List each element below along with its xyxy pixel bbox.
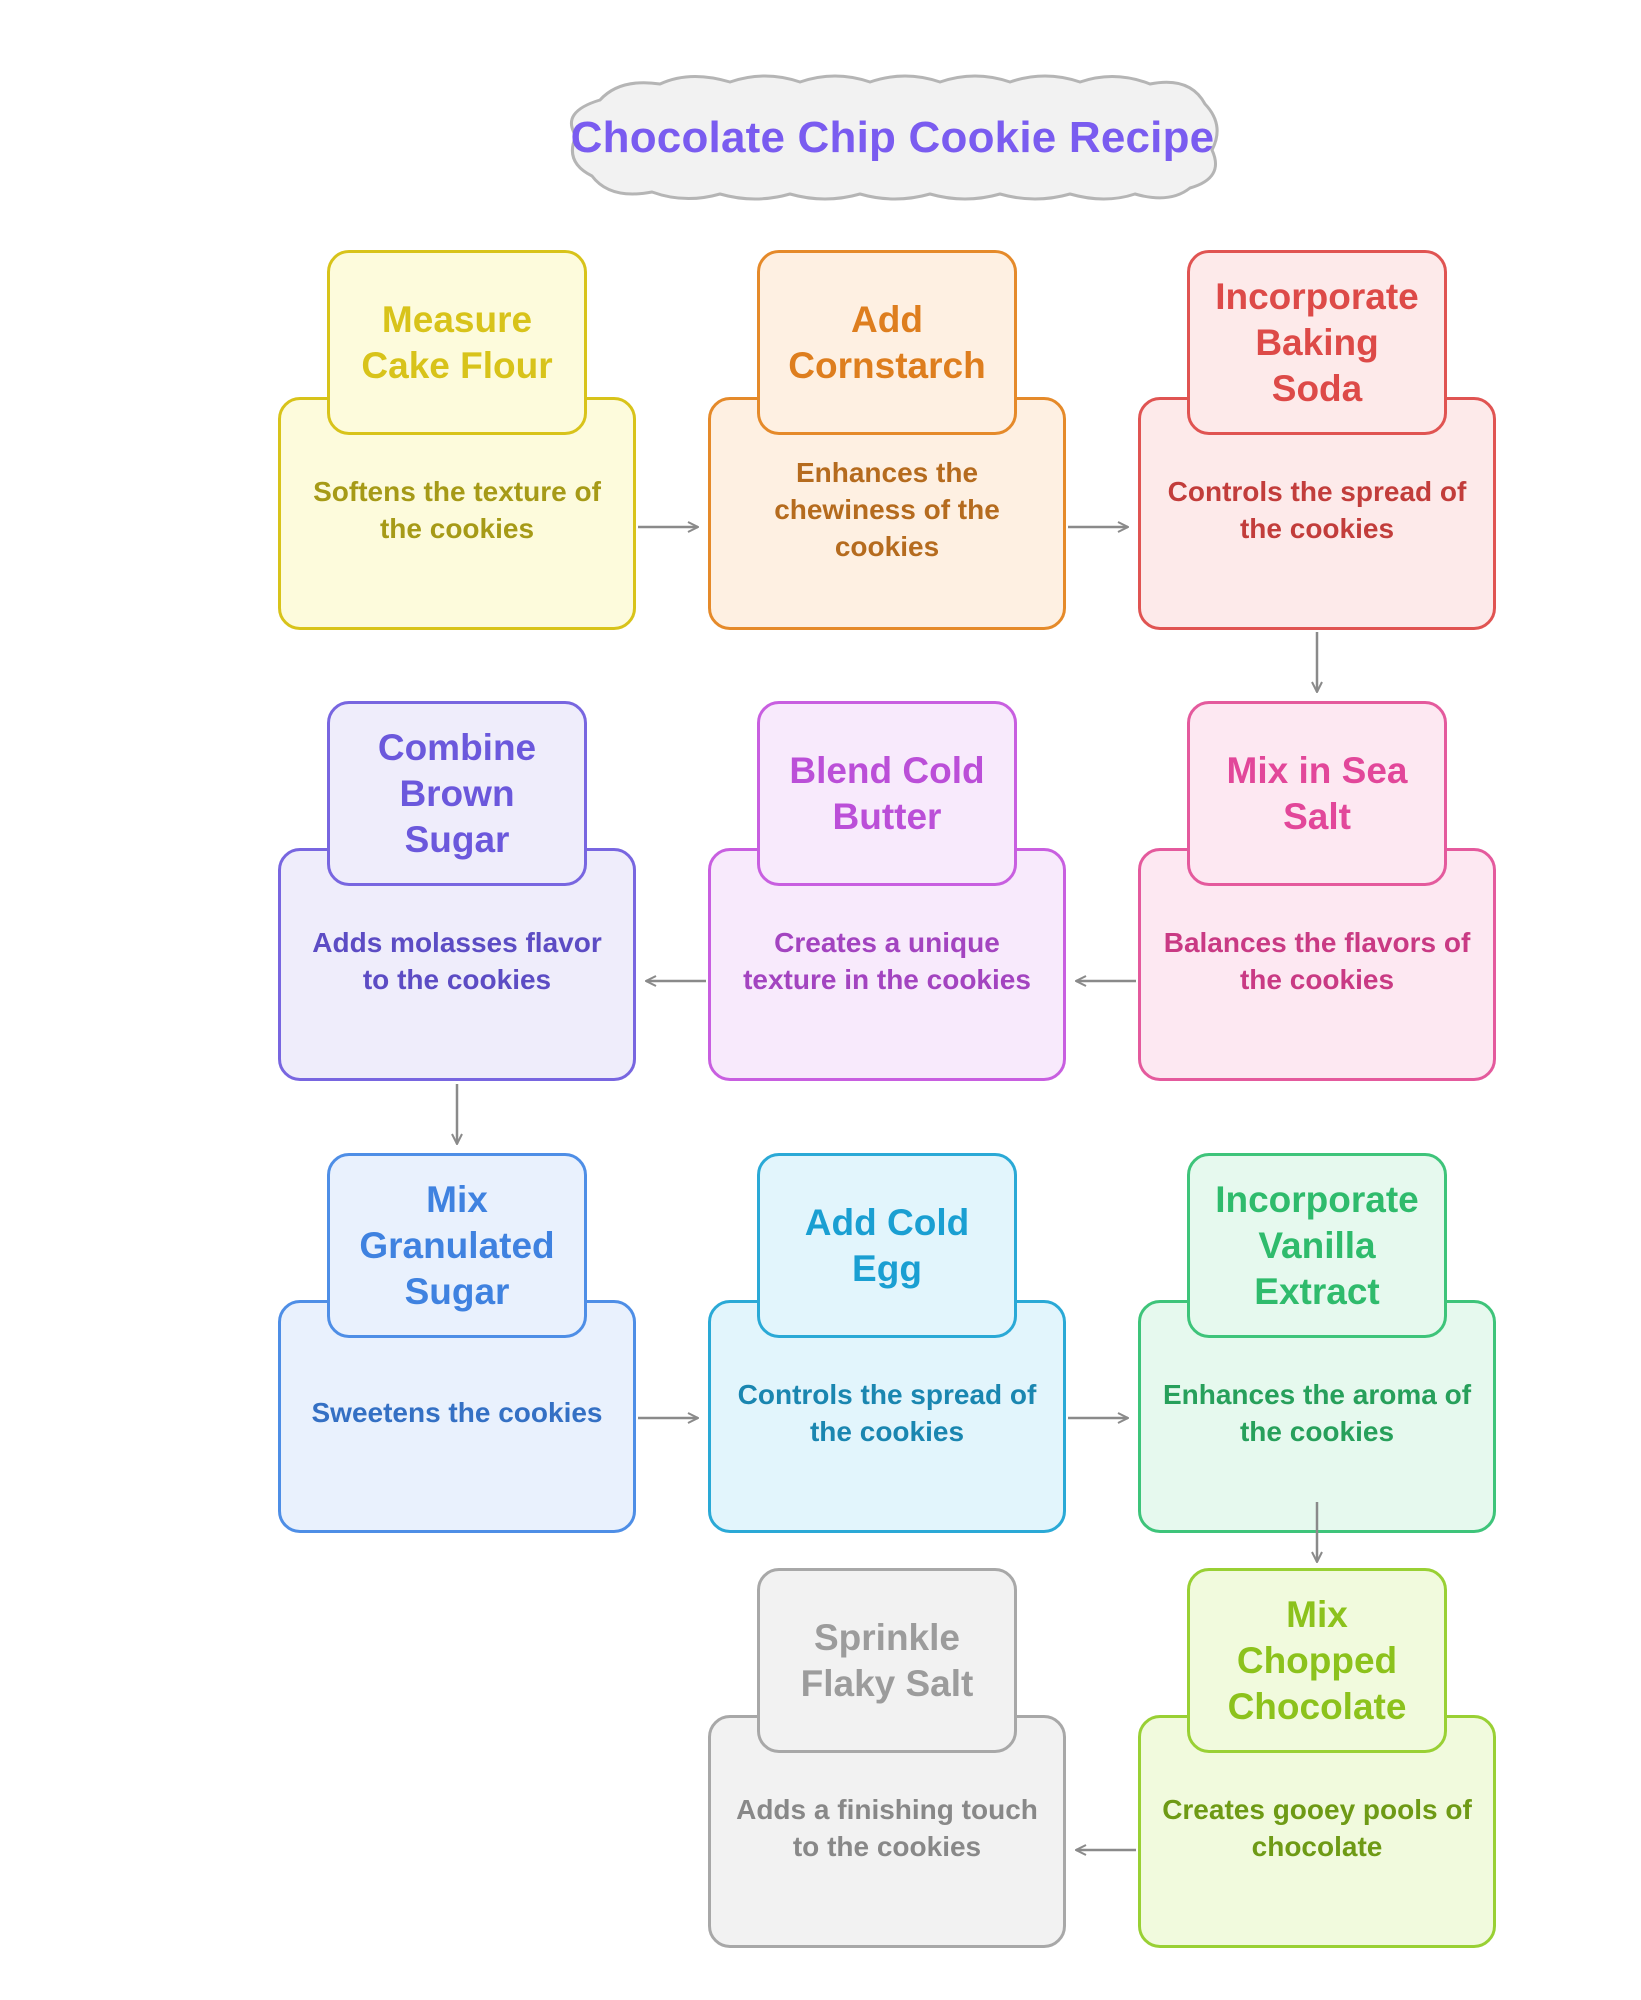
step-title: Mix Granulated Sugar: [359, 1178, 555, 1312]
step-description: Adds a finishing touch to the cookies: [736, 1793, 1038, 1862]
step-description-box: Adds molasses flavor to the cookies: [278, 848, 636, 1081]
step-measure-cake-flour: Softens the texture of the cookies Measu…: [278, 250, 636, 630]
step-description: Controls the spread of the cookies: [1167, 475, 1467, 544]
step-title: Sprinkle Flaky Salt: [800, 1616, 974, 1704]
step-description-box: Controls the spread of the cookies: [708, 1300, 1066, 1533]
step-description-box: Softens the texture of the cookies: [278, 397, 636, 630]
step-title-box: Measure Cake Flour: [327, 250, 587, 435]
step-title: Add Cornstarch: [788, 298, 986, 386]
step-description: Enhances the aroma of the cookies: [1162, 1378, 1472, 1447]
step-description-box: Balances the flavors of the cookies: [1138, 848, 1496, 1081]
step-title-box: Mix Granulated Sugar: [327, 1153, 587, 1338]
step-mix-in-sea-salt: Balances the flavors of the cookies Mix …: [1138, 701, 1496, 1081]
step-title-box: Mix Chopped Chocolate: [1187, 1568, 1447, 1753]
page-title: Chocolate Chip Cookie Recipe: [570, 112, 1215, 162]
step-description: Enhances the chewiness of the cookies: [774, 457, 1000, 562]
step-title: Incorporate Vanilla Extract: [1215, 1178, 1419, 1312]
step-title: Mix Chopped Chocolate: [1227, 1593, 1407, 1727]
step-mix-granulated-sugar: Sweetens the cookies Mix Granulated Suga…: [278, 1153, 636, 1533]
step-description-box: Adds a finishing touch to the cookies: [708, 1715, 1066, 1948]
step-description-box: Creates gooey pools of chocolate: [1138, 1715, 1496, 1948]
step-description: Balances the flavors of the cookies: [1163, 926, 1471, 995]
step-description: Controls the spread of the cookies: [737, 1378, 1037, 1447]
step-incorporate-vanilla-extract: Enhances the aroma of the cookies Incorp…: [1138, 1153, 1496, 1533]
step-description-box: Sweetens the cookies: [278, 1300, 636, 1533]
step-title: Incorporate Baking Soda: [1215, 275, 1419, 409]
step-description: Sweetens the cookies: [311, 1397, 603, 1428]
step-combine-brown-sugar: Adds molasses flavor to the cookies Comb…: [278, 701, 636, 1081]
step-blend-cold-butter: Creates a unique texture in the cookies …: [708, 701, 1066, 1081]
step-title-box: Incorporate Baking Soda: [1187, 250, 1447, 435]
step-title-box: Blend Cold Butter: [757, 701, 1017, 886]
title-cloud-shape: [570, 74, 1219, 201]
step-description-box: Controls the spread of the cookies: [1138, 397, 1496, 630]
step-title-box: Combine Brown Sugar: [327, 701, 587, 886]
step-add-cold-egg: Controls the spread of the cookies Add C…: [708, 1153, 1066, 1533]
step-title-box: Sprinkle Flaky Salt: [757, 1568, 1017, 1753]
step-add-cornstarch: Enhances the chewiness of the cookies Ad…: [708, 250, 1066, 630]
step-title-box: Mix in Sea Salt: [1187, 701, 1447, 886]
step-incorporate-baking-soda: Controls the spread of the cookies Incor…: [1138, 250, 1496, 630]
step-description-box: Creates a unique texture in the cookies: [708, 848, 1066, 1081]
step-title-box: Incorporate Vanilla Extract: [1187, 1153, 1447, 1338]
step-description: Creates gooey pools of chocolate: [1162, 1793, 1472, 1862]
step-title-box: Add Cornstarch: [757, 250, 1017, 435]
step-description-box: Enhances the aroma of the cookies: [1138, 1300, 1496, 1533]
step-sprinkle-flaky-salt: Adds a finishing touch to the cookies Sp…: [708, 1568, 1066, 1948]
step-title: Measure Cake Flour: [361, 298, 553, 386]
step-title: Blend Cold Butter: [789, 749, 985, 837]
step-description: Creates a unique texture in the cookies: [743, 926, 1031, 995]
step-title: Add Cold Egg: [804, 1201, 970, 1289]
step-title-box: Add Cold Egg: [757, 1153, 1017, 1338]
step-title: Combine Brown Sugar: [377, 726, 537, 860]
step-mix-chopped-chocolate: Creates gooey pools of chocolate Mix Cho…: [1138, 1568, 1496, 1948]
step-title: Mix in Sea Salt: [1226, 749, 1408, 837]
step-description: Softens the texture of the cookies: [313, 475, 601, 544]
step-description: Adds molasses flavor to the cookies: [312, 926, 602, 995]
step-description-box: Enhances the chewiness of the cookies: [708, 397, 1066, 630]
